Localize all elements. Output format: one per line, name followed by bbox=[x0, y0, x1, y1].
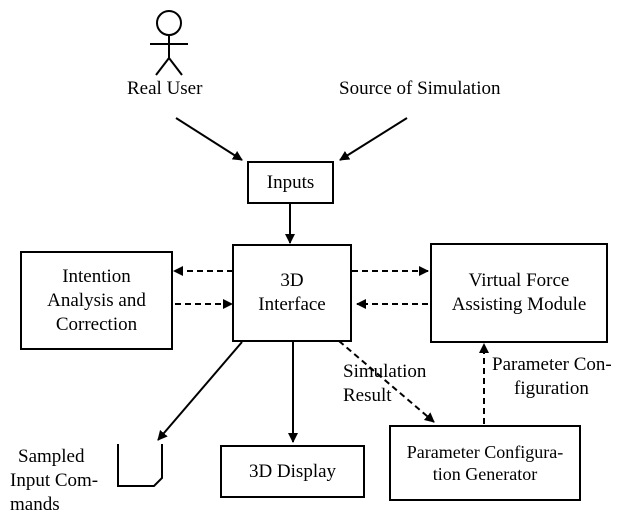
inputs-box: Inputs bbox=[247, 161, 334, 204]
virtual-force-label-line1: Virtual Force bbox=[468, 270, 570, 291]
dashed-arrow-interface-to-generator bbox=[338, 340, 435, 423]
arrow-user-to-inputs bbox=[175, 117, 243, 161]
real-user-label: Real User bbox=[127, 78, 203, 99]
user-stick-figure-icon bbox=[150, 10, 188, 76]
simulation-result-label-line2: Result bbox=[343, 385, 392, 406]
sampled-commands-label-line1: Sampled bbox=[18, 446, 85, 467]
inputs-box-label: Inputs bbox=[266, 171, 315, 193]
intention-label-line1: Intention bbox=[62, 265, 131, 287]
intention-label-line2: Analysis and bbox=[47, 289, 146, 311]
interface-3d-box: 3D Interface bbox=[232, 244, 352, 342]
source-of-simulation-label: Source of Simulation bbox=[339, 78, 501, 99]
sampled-commands-label-line3: mands bbox=[10, 494, 60, 515]
interface-3d-label-line2: Interface bbox=[258, 294, 326, 315]
parameter-configuration-label-line1: Parameter Con- bbox=[492, 354, 612, 375]
generator-label-line2: tion Generator bbox=[432, 464, 538, 484]
display-3d-box: 3D Display bbox=[220, 445, 365, 498]
sampled-commands-label-line2: Input Com- bbox=[10, 470, 99, 491]
sampled-commands-bracket bbox=[117, 444, 163, 487]
intention-analysis-box: Intention Analysis and Correction bbox=[20, 251, 173, 350]
arrow-interface-to-sampled-commands bbox=[157, 341, 243, 441]
display-3d-label: 3D Display bbox=[248, 460, 337, 482]
virtual-force-module-box: Virtual Force Assisting Module bbox=[430, 243, 608, 343]
generator-label-line1: Parameter Configura- bbox=[406, 442, 564, 462]
intention-label-line3: Correction bbox=[55, 313, 138, 335]
interface-3d-label-line1: 3D bbox=[280, 270, 304, 291]
virtual-force-label-line2: Assisting Module bbox=[451, 294, 587, 315]
parameter-configuration-label-line2: figuration bbox=[514, 378, 589, 399]
simulation-result-label-line1: Simulation bbox=[343, 361, 427, 382]
arrow-simulation-to-inputs bbox=[339, 117, 408, 161]
parameter-configuration-generator-box: Parameter Configura- tion Generator bbox=[389, 425, 581, 501]
